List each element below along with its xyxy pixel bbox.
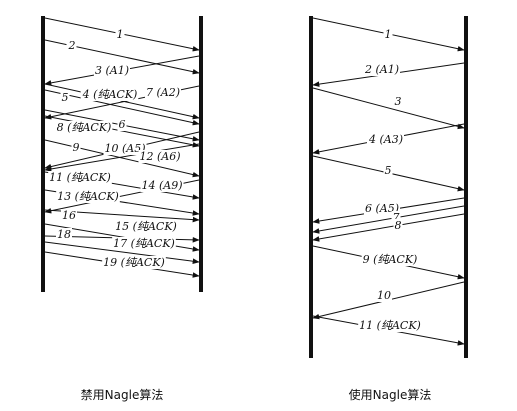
left-message-label: 16 <box>62 209 76 222</box>
right-message-label-bg <box>393 95 403 108</box>
right-message-arrow <box>312 87 465 130</box>
left-diagram: 1 2 3 (A1) 4 (纯ACK) 5 7 (A2) 6 8 (纯ACK) 9 10 (A5)… <box>41 16 203 402</box>
left-message-label-bg <box>80 88 139 101</box>
left-message-label: 4 (纯ACK) <box>82 88 138 101</box>
left-message-arrow <box>44 139 200 178</box>
right-message-arrow <box>312 213 465 242</box>
right-message-label-bg <box>391 211 401 224</box>
right-caption: 使用Nagle算法 <box>349 387 432 402</box>
left-message-label: 18 <box>57 228 71 241</box>
right-message-label: 2 (A1) <box>364 63 399 76</box>
right-message-label-bg <box>358 319 422 332</box>
left-message-label: 15 (纯ACK) <box>115 220 177 233</box>
right-message-label: 5 <box>385 164 392 177</box>
left-message-label: 17 (纯ACK) <box>113 237 175 250</box>
left-message-label: 8 (纯ACK) <box>57 121 112 134</box>
left-message-label-bg <box>112 237 176 250</box>
right-message-label: 7 <box>393 211 400 224</box>
left-message-label: 11 (纯ACK) <box>49 171 111 184</box>
left-message-label-bg <box>55 121 113 134</box>
right-message-label-bg <box>383 28 393 41</box>
left-message-label-bg <box>66 39 77 52</box>
left-message-label: 19 (纯ACK) <box>103 256 165 269</box>
right-message-label-bg <box>366 133 405 146</box>
right-message-label: 4 (A3) <box>368 133 403 146</box>
right-message-label: 11 (纯ACK) <box>359 319 421 332</box>
right-message-label: 6 (A5) <box>365 202 399 215</box>
right-message-label-bg <box>361 253 419 266</box>
right-message-label-bg <box>376 289 392 302</box>
left-message-label: 12 (A6) <box>139 150 180 163</box>
left-message-label-bg <box>102 256 166 269</box>
left-message-label-bg <box>138 150 182 163</box>
right-message-label-bg <box>363 202 401 215</box>
left-message-label: 2 <box>68 39 76 52</box>
left-message-label-bg <box>61 209 77 222</box>
right-message-label: 3 <box>395 95 402 108</box>
right-message-label: 10 <box>377 289 391 302</box>
right-message-label: 9 (纯ACK) <box>363 253 418 266</box>
left-message-label-bg <box>56 228 72 241</box>
left-message-label: 5 <box>62 91 69 104</box>
left-message-label: 6 <box>119 118 126 131</box>
left-message-label: 1 <box>117 28 124 41</box>
left-message-label-bg <box>93 64 131 77</box>
left-message-arrow <box>44 143 200 172</box>
left-message-label: 10 (A5) <box>104 142 145 155</box>
left-message-label: 9 <box>73 141 80 154</box>
right-message-label-bg <box>362 63 401 76</box>
right-message-label: 8 <box>395 219 402 232</box>
left-message-label: 13 (纯ACK) <box>57 190 119 203</box>
left-message-label-bg <box>114 220 178 233</box>
left-message-label-bg <box>117 118 127 131</box>
right-message-label: 1 <box>385 28 392 41</box>
left-caption: 禁用Nagle算法 <box>81 387 164 402</box>
left-message-label-bg <box>48 171 112 184</box>
right-message-label-bg <box>383 164 393 177</box>
left-message-label: 7 (A2) <box>146 86 180 99</box>
right-diagram: 1 2 (A1) 3 4 (A3) 5 6 (A5)78 9 (纯ACK) 10 11 (纯AC… <box>309 16 468 402</box>
right-message-label-bg <box>393 219 403 232</box>
left-message-label-bg <box>56 190 120 203</box>
left-message-label-bg <box>103 142 147 155</box>
left-message-label-bg <box>144 86 182 99</box>
left-message-label: 3 (A1) <box>95 64 129 77</box>
left-message-label-bg <box>60 91 70 104</box>
right-message-arrow <box>312 205 465 234</box>
left-message-label: 14 (A9) <box>141 179 182 192</box>
left-message-label-bg <box>71 141 81 154</box>
left-message-arrow <box>44 241 200 264</box>
left-message-arrow <box>44 89 200 126</box>
left-message-label-bg <box>115 28 125 41</box>
left-message-label-bg <box>140 179 184 192</box>
